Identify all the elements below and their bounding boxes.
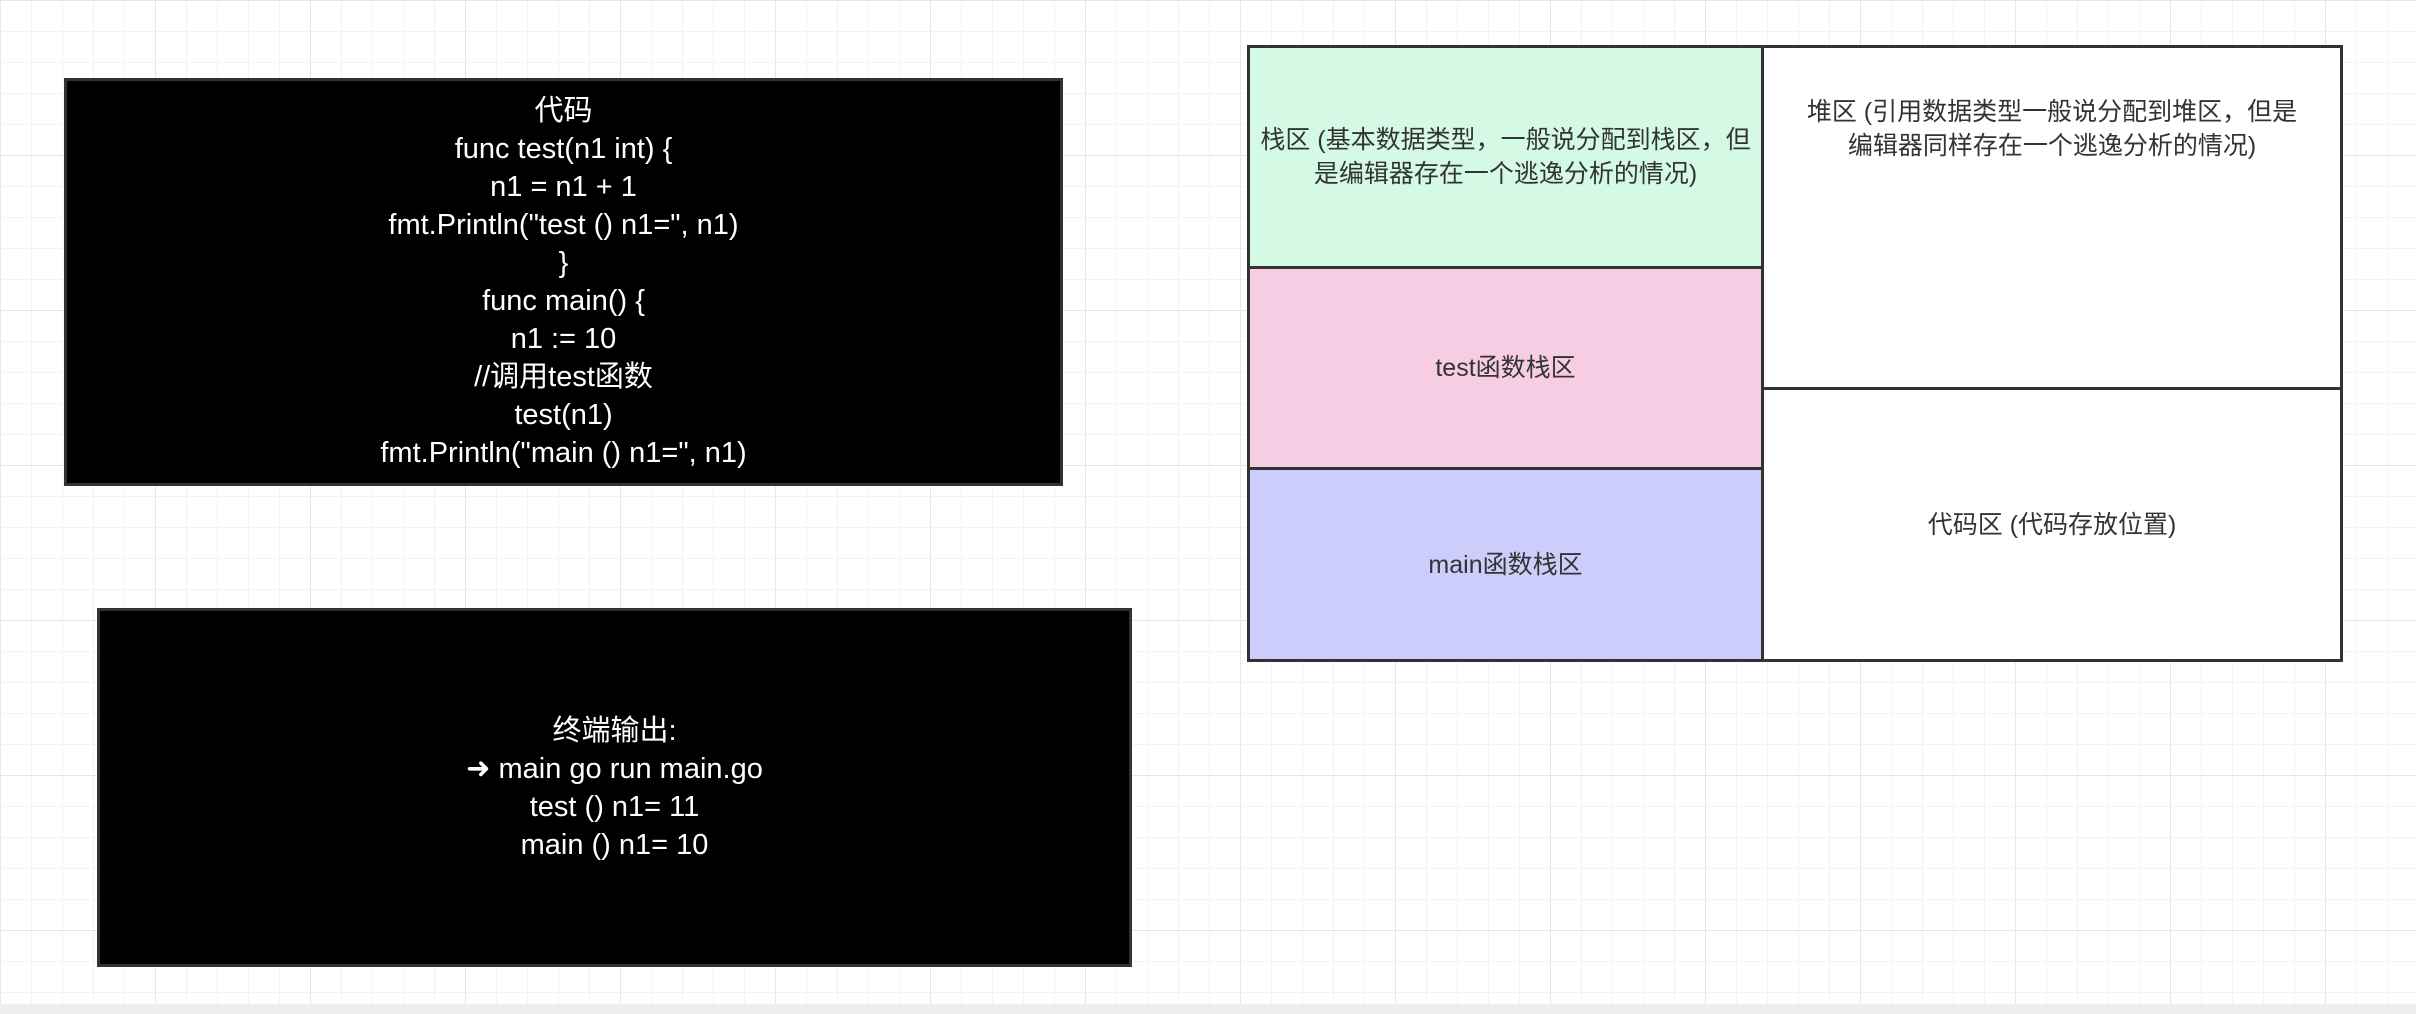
code-line: n1 := 10 xyxy=(510,323,617,355)
code-line: } xyxy=(558,247,569,279)
terminal-line: test () n1= 11 xyxy=(529,790,700,823)
canvas-bottom-edge xyxy=(0,1004,2416,1014)
terminal-line: 终端输出: xyxy=(552,714,677,747)
main-stack-area[interactable]: main函数栈区 xyxy=(1247,467,1764,662)
code-area[interactable]: 代码区 (代码存放位置) xyxy=(1761,387,2343,662)
test-stack-label: test函数栈区 xyxy=(1435,354,1576,382)
heap-area[interactable]: 堆区 (引用数据类型一般说分配到堆区，但是编辑器同样存在一个逃逸分析的情况) xyxy=(1761,45,2343,390)
terminal-output-block[interactable]: 终端输出: ➜ main go run main.go test () n1= … xyxy=(97,608,1132,967)
code-line: func test(n1 int) { xyxy=(454,133,673,165)
stack-label: 栈区 (基本数据类型，一般说分配到栈区，但是编辑器存在一个逃逸分析的情况) xyxy=(1260,126,1751,188)
code-line: //调用test函数 xyxy=(474,361,653,393)
test-stack-area[interactable]: test函数栈区 xyxy=(1247,266,1764,470)
stack-area[interactable]: 栈区 (基本数据类型，一般说分配到栈区，但是编辑器存在一个逃逸分析的情况) xyxy=(1247,45,1764,269)
code-line: 代码 xyxy=(534,95,593,127)
code-line: fmt.Println("main () n1=", n1) xyxy=(380,437,747,469)
code-block[interactable]: 代码 func test(n1 int) { n1 = n1 + 1 fmt.P… xyxy=(64,78,1063,486)
heap-label: 堆区 (引用数据类型一般说分配到堆区，但是编辑器同样存在一个逃逸分析的情况) xyxy=(1806,98,2298,160)
code-line: n1 = n1 + 1 xyxy=(490,171,637,203)
terminal-line: ➜ main go run main.go xyxy=(466,752,763,785)
code-line: fmt.Println("test () n1=", n1) xyxy=(388,209,739,241)
main-stack-label: main函数栈区 xyxy=(1428,550,1583,579)
code-area-label: 代码区 (代码存放位置) xyxy=(1927,510,2177,539)
code-line: test(n1) xyxy=(514,399,613,431)
code-line: func main() { xyxy=(482,285,645,317)
terminal-line: main () n1= 10 xyxy=(520,828,709,861)
